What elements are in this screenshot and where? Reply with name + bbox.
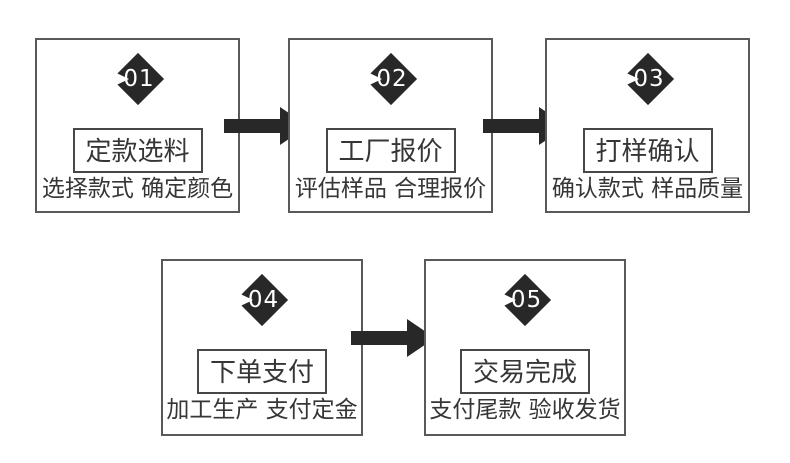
step-label: 交易完成 (459, 349, 591, 394)
step-description: 评估样品 合理报价 (294, 176, 487, 202)
step-box-5: 05 交易完成 支付尾款 验收发货 (424, 259, 626, 436)
step-box-1: 01 定款选料 选择款式 确定颜色 (35, 38, 240, 213)
step-number: 02 (376, 66, 408, 92)
diamond-icon (621, 52, 674, 106)
diamond-badge: 05 (498, 273, 552, 327)
arrow-right-icon (351, 318, 435, 358)
step-number: 04 (247, 287, 280, 313)
diamond-badge: 02 (364, 52, 418, 106)
diamond-icon (235, 273, 289, 327)
step-label: 下单支付 (196, 349, 328, 394)
diamond-icon (498, 273, 552, 327)
step-description: 加工生产 支付定金 (166, 397, 358, 423)
step-label: 定款选料 (72, 128, 203, 173)
diamond-icon (111, 52, 164, 106)
diamond-badge: 04 (235, 273, 289, 327)
step-label: 工厂报价 (325, 128, 456, 173)
step-number: 05 (510, 287, 543, 313)
step-box-4: 04 下单支付 加工生产 支付定金 (161, 259, 363, 436)
step-number: 03 (633, 66, 665, 92)
diamond-icon (364, 52, 417, 106)
diamond-badge: 01 (111, 52, 165, 106)
step-box-3: 03 打样确认 确认款式 样品质量 (545, 38, 750, 213)
step-description: 确认款式 样品质量 (551, 176, 744, 202)
diamond-badge: 03 (621, 52, 675, 106)
step-description: 支付尾款 验收发货 (429, 397, 621, 423)
step-box-2: 02 工厂报价 评估样品 合理报价 (288, 38, 493, 213)
step-description: 选择款式 确定颜色 (41, 176, 234, 202)
step-label: 打样确认 (582, 128, 713, 173)
step-number: 01 (123, 66, 155, 92)
